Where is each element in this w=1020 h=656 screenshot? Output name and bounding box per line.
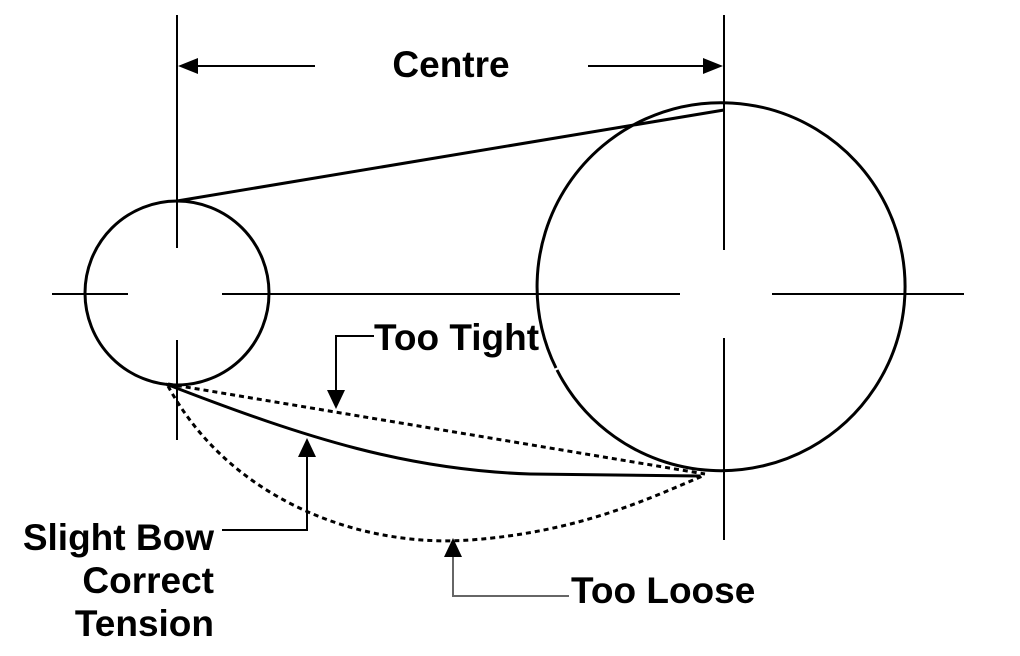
too-loose-label: Too Loose [571, 570, 755, 611]
dimension-arrow-right [703, 58, 723, 74]
too-loose-arrow [444, 538, 462, 557]
belt-too-loose-span [166, 385, 706, 543]
correct-tension-callout: Slight Bow Correct Tension [23, 438, 316, 644]
slight-bow-label: Slight Bow [23, 517, 214, 558]
dimension-arrow-left [178, 58, 198, 74]
correct-label: Correct [82, 560, 214, 601]
large-pulley [535, 101, 907, 473]
belt-correct-tension-span [165, 382, 701, 478]
centre-label: Centre [392, 44, 509, 85]
correct-tension-leader [222, 456, 308, 531]
belt-too-tight-span [167, 382, 706, 476]
too-tight-arrow [327, 390, 345, 409]
correct-tension-arrow [298, 438, 316, 457]
too-tight-label: Too Tight [374, 317, 539, 358]
tension-label: Tension [75, 603, 214, 644]
too-tight-callout: Too Tight [327, 317, 539, 409]
centre-dimension: Centre [176, 15, 725, 85]
too-loose-leader [452, 556, 569, 597]
belt-top-span [176, 108, 725, 203]
too-loose-callout: Too Loose [444, 538, 755, 611]
too-tight-leader [335, 335, 374, 394]
